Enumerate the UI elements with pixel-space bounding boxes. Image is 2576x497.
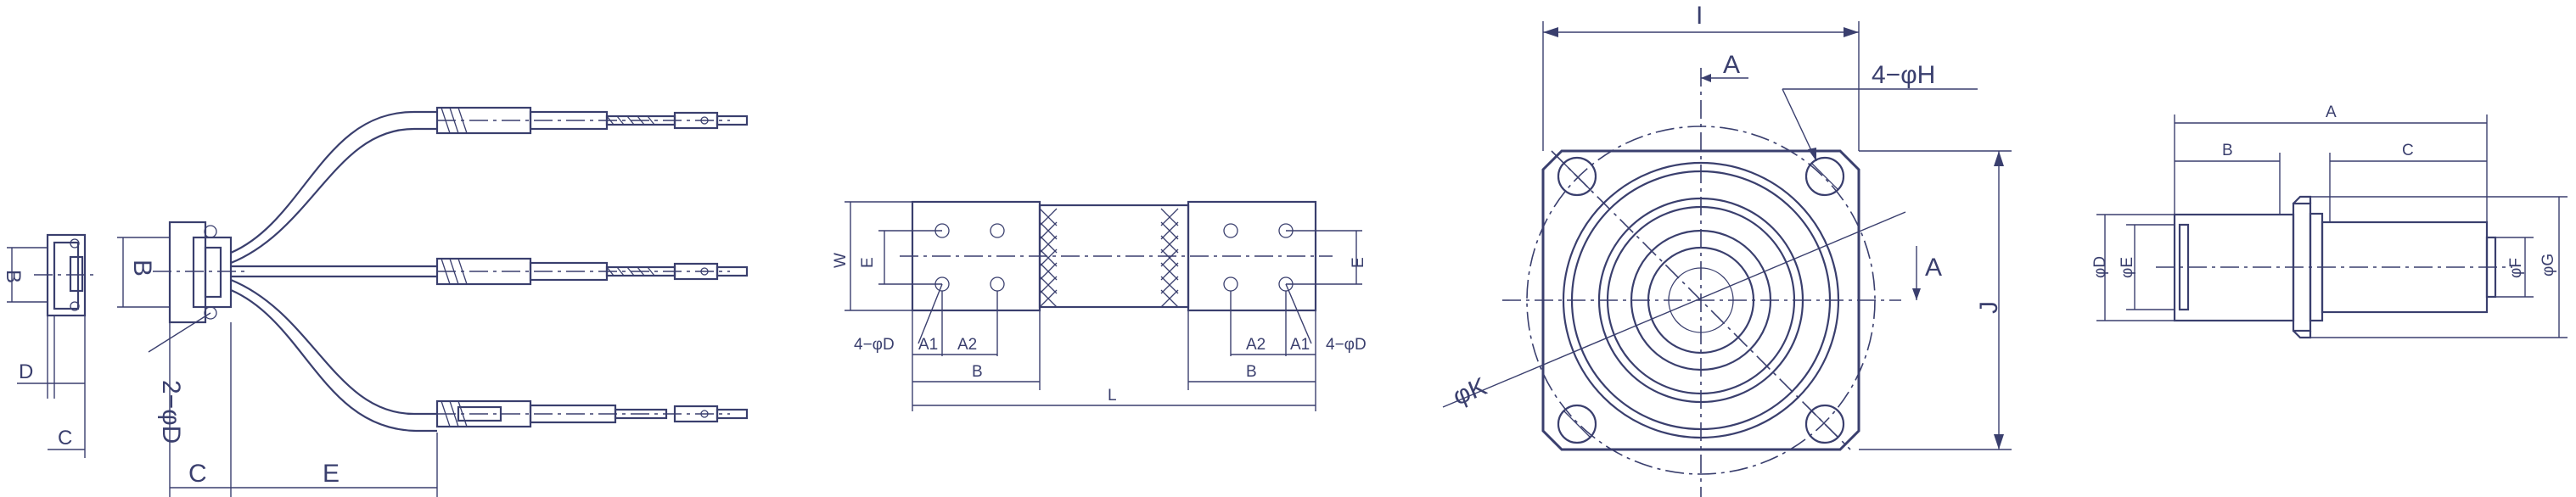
- mount-hole-top: [205, 226, 216, 237]
- dim-k-line: [1443, 212, 1905, 407]
- connector-latch: [70, 257, 82, 291]
- dim-c-label: C: [188, 460, 207, 488]
- dim-b-right-label: B: [1246, 363, 1257, 381]
- cable-connector-insert: [205, 248, 221, 297]
- hole-leader: [149, 313, 210, 352]
- dim-b-label: B: [128, 260, 156, 276]
- dim-b-label: B: [2222, 142, 2233, 159]
- dim-a1-right-label: A1: [1290, 336, 1310, 354]
- branch-cable-bottom-outer: [231, 280, 437, 414]
- dim-j-label: J: [1975, 301, 2003, 314]
- drawing-4-square-flange: I A 4−φH A J φK: [1443, 2, 2012, 497]
- dim-c-label: C: [2402, 142, 2414, 159]
- dim-a2-right-label: A2: [1246, 336, 1266, 354]
- drawing-3-busbar-connector: W E E 4−φD A1 A2 B A2 A1 4−φD B: [832, 202, 1367, 411]
- sleeve-knurl-hatch: [1040, 209, 1178, 307]
- connector-inner: [54, 243, 78, 309]
- dim-2-phi-d-label: 2−φD: [157, 380, 185, 444]
- dim-e-label: φE: [2119, 257, 2136, 278]
- dim-w-label: W: [832, 253, 850, 268]
- dim-a1-left-label: A1: [918, 336, 938, 354]
- dim-c-label: C: [58, 427, 72, 450]
- dim-e-label: E: [323, 460, 340, 488]
- section-a-side-label: A: [1925, 254, 1942, 282]
- dim-d-label: D: [19, 360, 33, 383]
- dim-g-label: φG: [2540, 254, 2557, 276]
- holes-label: 4−φH: [1872, 61, 1935, 89]
- branch-cable-bottom-inner: [231, 290, 437, 431]
- dim-f-label: φF: [2507, 258, 2525, 278]
- branch-cable-top-outer: [231, 112, 437, 253]
- dim-a2-left-label: A2: [957, 336, 977, 354]
- hole-left-label: 4−φD: [854, 336, 895, 354]
- hole-right-label: 4−φD: [1326, 336, 1367, 354]
- dim-a-label: A: [2326, 103, 2337, 121]
- drawing-1-connector-side-view: B D C: [2, 235, 98, 458]
- dim-d-label: φD: [2091, 256, 2109, 278]
- dim-e-right-label: E: [1350, 257, 1367, 268]
- dim-l-label: L: [1108, 387, 1117, 405]
- section-a-top-label: A: [1723, 51, 1740, 79]
- drawing-5-flanged-sleeve: A B C φD φE φF φG: [2091, 103, 2568, 338]
- dim-k-label: φK: [1449, 372, 1490, 410]
- dim-b-label: B: [2, 270, 25, 283]
- dim-b-left-label: B: [972, 363, 983, 381]
- dim-i-label: I: [1696, 2, 1703, 30]
- drawing-2-branched-cable: B 2−φD C E: [117, 108, 747, 497]
- dim-e-left-label: E: [859, 257, 877, 268]
